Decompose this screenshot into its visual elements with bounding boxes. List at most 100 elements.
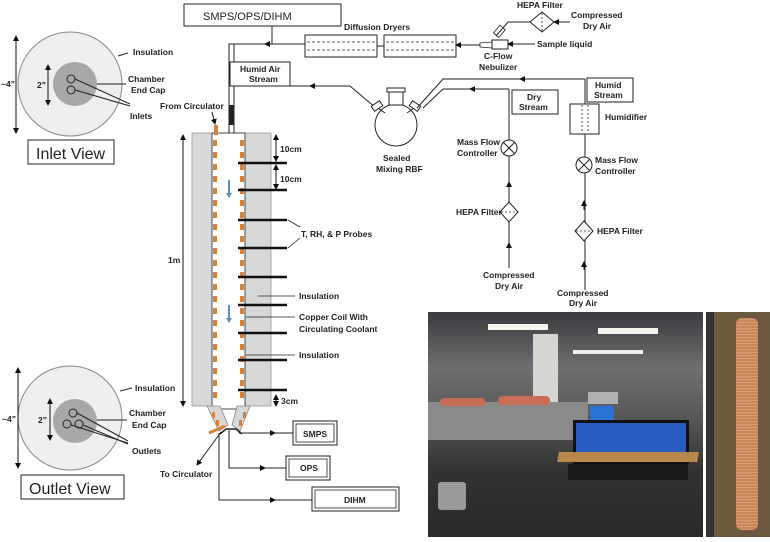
coil-segment bbox=[240, 392, 244, 398]
rbf-label-1: Sealed bbox=[383, 153, 410, 163]
probes bbox=[238, 161, 287, 392]
insulation-label-2: Insulation bbox=[299, 350, 339, 360]
coil-segment bbox=[240, 308, 244, 314]
coil-segment bbox=[213, 296, 217, 302]
coil-segment bbox=[240, 164, 244, 170]
inlet-outer-dim: ~4” bbox=[1, 79, 15, 89]
humid-stream-label-1: Humid bbox=[595, 80, 621, 90]
coil-label-2: Circulating Coolant bbox=[299, 324, 378, 334]
coil-segment bbox=[240, 296, 244, 302]
inlet-endcap-label-1: Chamber bbox=[128, 74, 166, 84]
coil-segment bbox=[213, 344, 217, 350]
spacing-1-label: 10cm bbox=[280, 144, 302, 154]
coil-segment bbox=[240, 284, 244, 290]
output-instruments: SMPS OPS DIHM bbox=[285, 420, 400, 512]
diffusion-dryer bbox=[383, 34, 457, 58]
coil-segment bbox=[240, 248, 244, 254]
outlet-view-title: Outlet View bbox=[29, 481, 111, 498]
nebulizer-label-1: C-Flow bbox=[484, 51, 513, 61]
coil-segment bbox=[213, 392, 217, 398]
outlet-endcap-label-2: End Cap bbox=[132, 420, 166, 430]
to-circulator-label: To Circulator bbox=[160, 469, 213, 479]
coil-label-1: Copper Coil With bbox=[299, 312, 368, 322]
coil-segment bbox=[213, 356, 217, 362]
dihm-label: DIHM bbox=[344, 495, 366, 505]
coil-segment bbox=[213, 320, 217, 326]
instruments-box-label: SMPS/OPS/DIHM bbox=[203, 11, 292, 23]
ops-box bbox=[285, 455, 331, 481]
mixing-rbf-flask bbox=[370, 87, 422, 147]
dry-stream-label-2: Stream bbox=[519, 102, 548, 112]
outlet-endcap-circle bbox=[53, 399, 97, 443]
smps-box bbox=[292, 420, 338, 446]
lab-setup-photo bbox=[428, 312, 703, 537]
coil-segment bbox=[213, 248, 217, 254]
coil-segment bbox=[213, 380, 217, 386]
humidifier-label: Humidifier bbox=[605, 112, 648, 122]
humid-air-stream-label-2: Stream bbox=[249, 74, 278, 84]
humid-line: Humid Stream Humidifier Mass Flow Contro… bbox=[557, 77, 648, 308]
chamber-inner-tube bbox=[211, 132, 246, 410]
inlet-endcap-label-2: End Cap bbox=[131, 85, 165, 95]
coil-segment bbox=[240, 320, 244, 326]
coil-segment bbox=[213, 368, 217, 374]
coil-segment bbox=[240, 272, 244, 278]
rbf-label-2: Mixing RBF bbox=[376, 164, 423, 174]
inlet-view: ~4” 2” Insulation Chamber End Cap Inlets… bbox=[1, 31, 173, 165]
coil-segment bbox=[240, 368, 244, 374]
inlet-insulation-label: Insulation bbox=[133, 47, 173, 57]
coil-segment bbox=[240, 236, 244, 242]
humid-air-stream-label-1: Humid Air bbox=[240, 64, 281, 74]
outlet-ports-label: Outlets bbox=[132, 446, 162, 456]
humid-hepa-label: HEPA Filter bbox=[597, 226, 644, 236]
dry-air-label-2: Dry Air bbox=[495, 281, 524, 291]
dry-hepa-label: HEPA Filter bbox=[456, 207, 503, 217]
smps-label: SMPS bbox=[303, 429, 327, 439]
outlet-endcap-label-1: Chamber bbox=[129, 408, 167, 418]
inlet-ports-label: Inlets bbox=[130, 111, 152, 121]
dry-stream-label-1: Dry bbox=[527, 92, 541, 102]
diffusion-dryer bbox=[304, 34, 378, 58]
coil-segment bbox=[240, 140, 244, 146]
coil-segment bbox=[213, 176, 217, 182]
coil-segment bbox=[213, 164, 217, 170]
top-flow: SMPS/OPS/DIHM Diffusion Dryers Sample li… bbox=[183, 0, 623, 174]
humid-stream-box bbox=[586, 77, 634, 103]
nebulizer-label-2: Nebulizer bbox=[479, 62, 518, 72]
inlet-endcap-circle bbox=[53, 62, 97, 106]
coil-segment bbox=[240, 260, 244, 266]
nebulizer-tip bbox=[479, 41, 493, 49]
humid-air-label-1: Compressed bbox=[557, 288, 609, 298]
humid-stream-label-2: Stream bbox=[594, 90, 623, 100]
copper-coil-left bbox=[213, 140, 217, 398]
outlet-view-title-box bbox=[20, 474, 125, 500]
dry-mfc-label-1: Mass Flow bbox=[457, 137, 500, 147]
coil-segment bbox=[240, 224, 244, 230]
copper-coil-photo bbox=[706, 312, 770, 537]
coil-segment bbox=[213, 152, 217, 158]
bottom-gap-label: 3cm bbox=[281, 396, 298, 406]
humid-mfc-label-2: Controller bbox=[595, 166, 636, 176]
dry-air-label-1: Compressed bbox=[483, 270, 535, 280]
outlet-port bbox=[62, 419, 72, 429]
coil-segment bbox=[213, 200, 217, 206]
chamber-length-label: 1m bbox=[168, 255, 181, 265]
ops-label: OPS bbox=[300, 463, 318, 473]
coil-segment bbox=[213, 272, 217, 278]
humidifier-icon bbox=[569, 103, 600, 135]
coil-segment bbox=[240, 344, 244, 350]
outlet-insulation-label: Insulation bbox=[135, 383, 175, 393]
coil-segment bbox=[240, 200, 244, 206]
coil-segment bbox=[213, 140, 217, 146]
nebulizer-body bbox=[491, 39, 509, 50]
top-compressed-air-2: Dry Air bbox=[583, 21, 612, 31]
outlet-cone-right bbox=[231, 405, 251, 432]
humid-mfc-label-1: Mass Flow bbox=[595, 155, 638, 165]
outlet-view: ~4” 2” Insulation Chamber End Cap Outlet… bbox=[2, 365, 175, 500]
humid-air-label-2: Dry Air bbox=[569, 298, 598, 308]
coil-segment bbox=[213, 188, 217, 194]
coil-segment bbox=[240, 380, 244, 386]
coil-segment bbox=[213, 236, 217, 242]
inlet-inner-dim: 2” bbox=[37, 80, 46, 90]
coil-segment bbox=[240, 212, 244, 218]
